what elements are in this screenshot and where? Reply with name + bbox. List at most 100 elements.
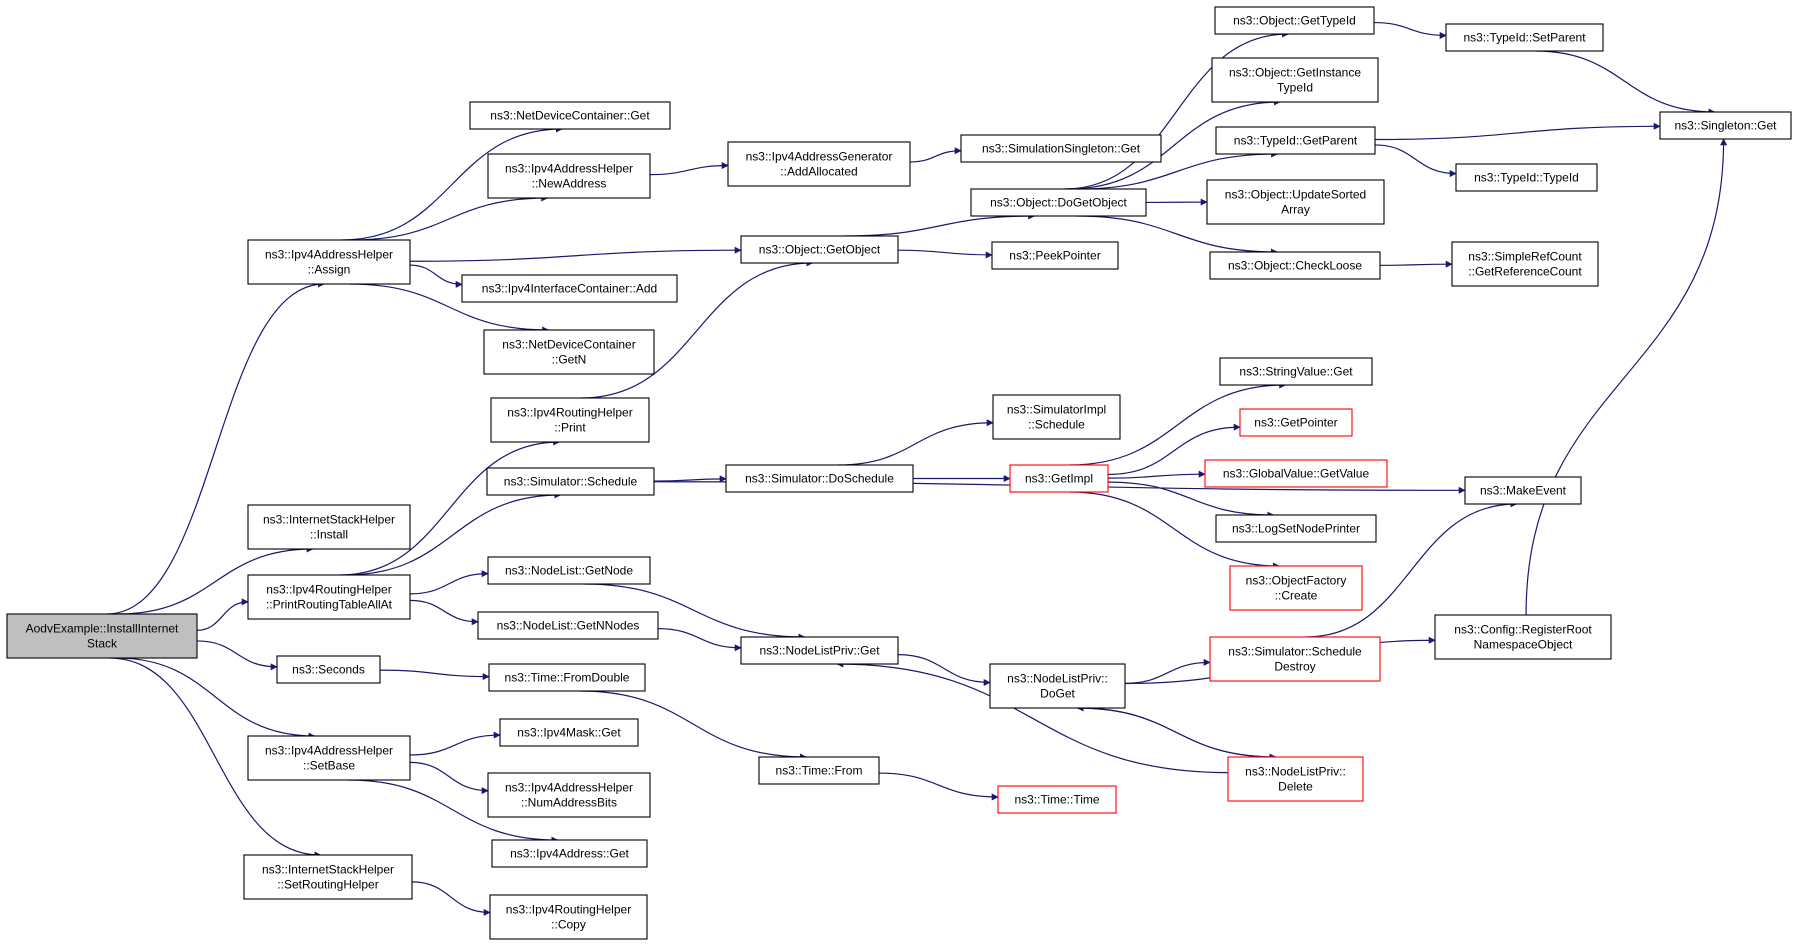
call-edge-object_getobject-to-peekpointer <box>897 249 993 259</box>
call-edge-routinghelper_printall-to-nodelist_getnode <box>409 570 489 595</box>
node-box <box>740 235 899 264</box>
node-addrhelper-assign[interactable]: ns3::Ipv4AddressHelper::Assign <box>247 239 411 285</box>
node-label: DoGet <box>1040 687 1075 701</box>
call-edge-addrhelper_assign-to-ndc_get <box>341 125 563 241</box>
node-simplerefcount[interactable]: ns3::SimpleRefCount::GetReferenceCount <box>1451 241 1599 287</box>
call-edge-getimpl-to-getpointer <box>1107 423 1241 476</box>
call-edge-nodelistpriv_delete-to-nodelistpriv_doget <box>1076 704 1276 758</box>
node-addrhelper-setbase[interactable]: ns3::Ipv4AddressHelper::SetBase <box>247 735 411 781</box>
node-ipv4address-get[interactable]: ns3::Ipv4Address::Get <box>491 839 648 868</box>
node-ndc-getn[interactable]: ns3::NetDeviceContainer::GetN <box>483 329 655 375</box>
node-box <box>486 467 655 496</box>
node-object-gettypeid[interactable]: ns3::Object::GetTypeId <box>1214 6 1375 35</box>
call-edge-object_dogetobject-to-object_checkloose <box>1076 215 1278 256</box>
node-getpointer[interactable]: ns3::GetPointer <box>1239 408 1353 437</box>
node-stackhelper-setrouting[interactable]: ns3::InternetStackHelper::SetRoutingHelp… <box>243 854 413 900</box>
node-box <box>1215 514 1377 543</box>
node-typeid-getparent[interactable]: ns3::TypeId::GetParent <box>1215 126 1376 155</box>
node-logsetnodeprinter[interactable]: ns3::LogSetNodePrinter <box>1215 514 1377 543</box>
node-box <box>1227 756 1364 802</box>
call-edge-nodelistpriv_doget-to-simulator_scheduledestroy <box>1124 658 1211 684</box>
node-object-getobject[interactable]: ns3::Object::GetObject <box>740 235 899 264</box>
node-box <box>491 839 648 868</box>
node-label: ns3::Time::FromDouble <box>505 671 630 685</box>
node-routinghelper-print[interactable]: ns3::Ipv4RoutingHelper::Print <box>490 397 650 443</box>
node-objectfactory-create[interactable]: ns3::ObjectFactory::Create <box>1229 565 1363 611</box>
node-addrgen-addalloc[interactable]: ns3::Ipv4AddressGenerator::AddAllocated <box>727 141 911 187</box>
node-label: ns3::Config::RegisterRoot <box>1454 623 1592 637</box>
node-simimpl-schedule[interactable]: ns3::SimulatorImpl::Schedule <box>992 394 1121 440</box>
node-stringvalue-get[interactable]: ns3::StringValue::Get <box>1219 357 1373 386</box>
node-label: Destroy <box>1274 660 1315 674</box>
call-edge-object_gettypeid-to-typeid_setparent <box>1373 21 1447 39</box>
call-edge-addrhelper_setbase-to-ipv4mask_get <box>409 731 501 756</box>
node-singleton-get[interactable]: ns3::Singleton::Get <box>1659 111 1792 140</box>
call-edge-routinghelper_printall-to-simulator_schedule <box>345 491 562 576</box>
node-label: ::NumAddressBits <box>521 796 617 810</box>
node-peekpointer[interactable]: ns3::PeekPointer <box>991 241 1119 270</box>
node-label: ::Schedule <box>1028 418 1085 432</box>
node-simulator-doschedule[interactable]: ns3::Simulator::DoSchedule <box>725 464 914 493</box>
node-label: ns3::Object::DoGetObject <box>990 196 1127 210</box>
node-label: ns3::SimulationSingleton::Get <box>982 142 1141 156</box>
node-addrhelper-newaddr[interactable]: ns3::Ipv4AddressHelper::NewAddress <box>487 153 651 199</box>
node-typeid-setparent[interactable]: ns3::TypeId::SetParent <box>1445 23 1604 52</box>
node-routinghelper-copy[interactable]: ns3::Ipv4RoutingHelper::Copy <box>489 894 648 940</box>
node-label: ns3::SimpleRefCount <box>1468 250 1582 264</box>
node-box <box>490 397 650 443</box>
node-box <box>725 464 914 493</box>
node-typeid-typeid[interactable]: ns3::TypeId::TypeId <box>1455 163 1598 192</box>
node-box <box>243 854 413 900</box>
node-box <box>487 772 651 818</box>
node-box <box>247 504 411 550</box>
node-label: Delete <box>1278 780 1313 794</box>
node-box <box>758 756 880 785</box>
node-box <box>1211 57 1379 103</box>
node-label: ::Print <box>554 421 586 435</box>
node-nodelistpriv-delete[interactable]: ns3::NodeListPriv::Delete <box>1227 756 1364 802</box>
node-nodelist-getnode[interactable]: ns3::NodeList::GetNode <box>487 556 651 585</box>
node-box <box>1455 163 1598 192</box>
node-seconds[interactable]: ns3::Seconds <box>276 655 381 684</box>
node-label: ns3::InternetStackHelper <box>263 513 395 527</box>
node-stackhelper-install[interactable]: ns3::InternetStackHelper::Install <box>247 504 411 550</box>
node-object-checkloose[interactable]: ns3::Object::CheckLoose <box>1209 251 1381 280</box>
node-simsingleton-get[interactable]: ns3::SimulationSingleton::Get <box>960 134 1162 163</box>
node-label: ns3::Seconds <box>292 663 365 677</box>
call-edge-getimpl-to-globalvalue_getvalue <box>1107 470 1206 479</box>
call-edge-simulator_doschedule-to-simimpl_schedule <box>837 419 994 466</box>
call-edge-addrhelper_assign-to-addrhelper_newaddr <box>350 194 549 241</box>
node-getimpl[interactable]: ns3::GetImpl <box>1009 464 1109 493</box>
node-label: ::SetRoutingHelper <box>277 878 378 892</box>
call-edge-object_dogetobject-to-object_getinstancetypeid <box>1067 98 1281 190</box>
node-ipv4mask-get[interactable]: ns3::Ipv4Mask::Get <box>499 718 639 747</box>
node-label: Stack <box>87 637 118 651</box>
node-box <box>1209 251 1381 280</box>
node-time-time[interactable]: ns3::Time::Time <box>997 785 1117 814</box>
call-edge-getimpl-to-logsetnodeprinter <box>1107 481 1275 519</box>
node-globalvalue-getvalue[interactable]: ns3::GlobalValue::GetValue <box>1204 459 1388 488</box>
node-addrhelper-numaddrbits[interactable]: ns3::Ipv4AddressHelper::NumAddressBits <box>487 772 651 818</box>
node-time-from[interactable]: ns3::Time::From <box>758 756 880 785</box>
node-time-fromdouble[interactable]: ns3::Time::FromDouble <box>488 663 646 692</box>
node-nodelistpriv-doget[interactable]: ns3::NodeListPriv::DoGet <box>989 663 1126 709</box>
node-label: ns3::Simulator::DoSchedule <box>745 472 894 486</box>
node-routinghelper-printall[interactable]: ns3::Ipv4RoutingHelper::PrintRoutingTabl… <box>247 574 411 620</box>
node-box <box>276 655 381 684</box>
node-label: ns3::Object::CheckLoose <box>1228 259 1362 273</box>
node-label: ns3::NodeListPriv:: <box>1007 672 1108 686</box>
node-object-dogetobject[interactable]: ns3::Object::DoGetObject <box>970 188 1147 217</box>
node-ndc-get[interactable]: ns3::NetDeviceContainer::Get <box>469 101 671 130</box>
node-ifcontainer-add[interactable]: ns3::Ipv4InterfaceContainer::Add <box>461 274 678 303</box>
node-simulator-schedule[interactable]: ns3::Simulator::Schedule <box>486 467 655 496</box>
node-box <box>489 894 648 940</box>
node-makeevent[interactable]: ns3::MakeEvent <box>1464 476 1582 505</box>
node-label: ::SetBase <box>303 759 355 773</box>
node-nodelist-getnnodes[interactable]: ns3::NodeList::GetNNodes <box>477 611 659 640</box>
node-nodelistpriv-get[interactable]: ns3::NodeListPriv::Get <box>740 636 899 665</box>
